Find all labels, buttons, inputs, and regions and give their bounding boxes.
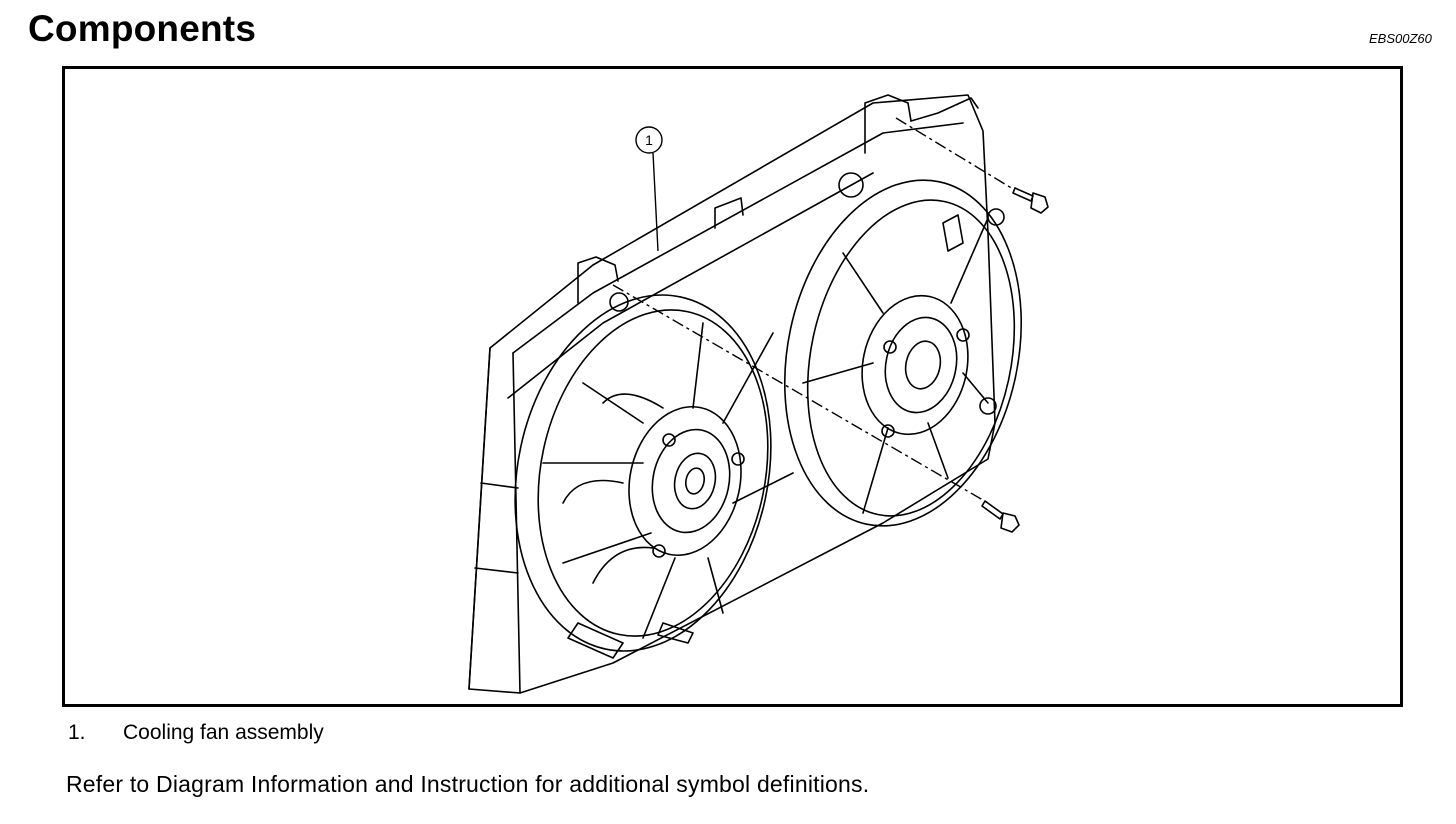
cooling-fan-illustration: 1 (468, 94, 1049, 694)
page-title: Components (28, 8, 257, 49)
symbol-note: Refer to Diagram Information and Instruc… (66, 771, 870, 797)
legend-item-label: Cooling fan assembly (123, 721, 324, 744)
figure-frame: 1 (62, 66, 1403, 707)
document-code: EBS00Z60 (1369, 31, 1432, 46)
callout-number: 1 (645, 132, 653, 148)
legend-item-number: 1. (68, 721, 86, 744)
